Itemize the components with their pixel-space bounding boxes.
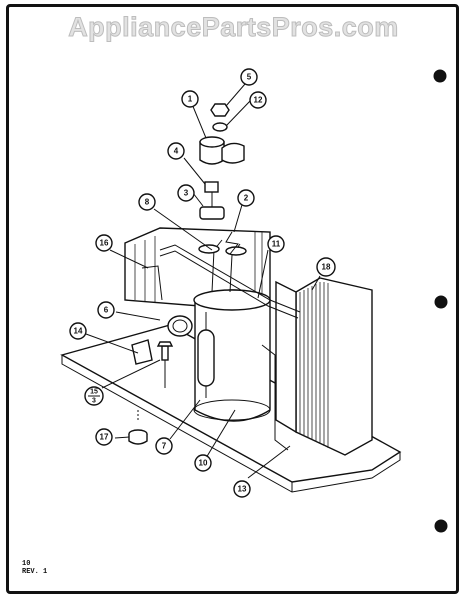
callout-5-label: 5 xyxy=(247,73,252,82)
callout-14-label: 14 xyxy=(74,327,83,336)
binder-hole-middle xyxy=(434,295,448,309)
revision-label: REV. 1 xyxy=(22,568,48,576)
callout-3: 3 xyxy=(177,184,195,202)
callout-5: 5 xyxy=(240,68,258,86)
callout-12-label: 12 xyxy=(254,96,263,105)
callout-2-label: 2 xyxy=(244,194,249,203)
watermark: AppliancePartsPros.com xyxy=(68,12,399,43)
callout-6-label: 6 xyxy=(104,306,109,315)
callout-2: 2 xyxy=(237,189,255,207)
callout-4: 4 xyxy=(167,142,185,160)
lock-nut xyxy=(210,103,230,117)
callout-6: 6 xyxy=(97,301,115,319)
callout-14: 14 xyxy=(69,322,87,340)
spring-clip xyxy=(225,231,239,255)
callout-10: 10 xyxy=(194,454,212,472)
callout-15: 15 3 xyxy=(84,386,104,406)
callout-18-label: 18 xyxy=(322,263,331,272)
callout-11-label: 11 xyxy=(272,240,281,249)
callout-15-sub-label: 3 xyxy=(92,398,96,405)
page-border xyxy=(6,4,459,594)
callout-8: 8 xyxy=(138,193,156,211)
callout-16-label: 16 xyxy=(100,239,109,248)
callout-17-label: 17 xyxy=(100,433,109,442)
accumulator xyxy=(197,312,215,398)
callout-12: 12 xyxy=(249,91,267,109)
callout-7-label: 7 xyxy=(162,442,167,451)
callout-10-label: 10 xyxy=(199,459,208,468)
callout-8-label: 8 xyxy=(145,198,150,207)
callout-4-label: 4 xyxy=(174,147,179,156)
callout-7: 7 xyxy=(155,437,173,455)
condenser-coil xyxy=(275,277,373,456)
rubber-grommet xyxy=(128,410,148,445)
callout-18: 18 xyxy=(316,257,336,277)
callout-3-label: 3 xyxy=(184,189,189,198)
callout-11: 11 xyxy=(267,235,285,253)
solenoid-coil xyxy=(199,136,245,165)
binder-hole-bottom xyxy=(434,519,448,533)
mounting-bolt xyxy=(156,341,174,388)
callout-1: 1 xyxy=(181,90,199,108)
callout-13: 13 xyxy=(233,480,251,498)
callout-15-label: 15 xyxy=(90,389,98,396)
page-number: 10 xyxy=(22,560,31,568)
callout-1-label: 1 xyxy=(188,95,193,104)
mounting-bracket xyxy=(131,339,153,365)
washer xyxy=(212,122,228,132)
callout-16: 16 xyxy=(95,234,113,252)
callout-17: 17 xyxy=(95,428,113,446)
overload-protector xyxy=(167,315,193,337)
callout-13-label: 13 xyxy=(238,485,247,494)
binder-hole-top xyxy=(433,69,447,83)
valve-nut xyxy=(204,181,219,193)
